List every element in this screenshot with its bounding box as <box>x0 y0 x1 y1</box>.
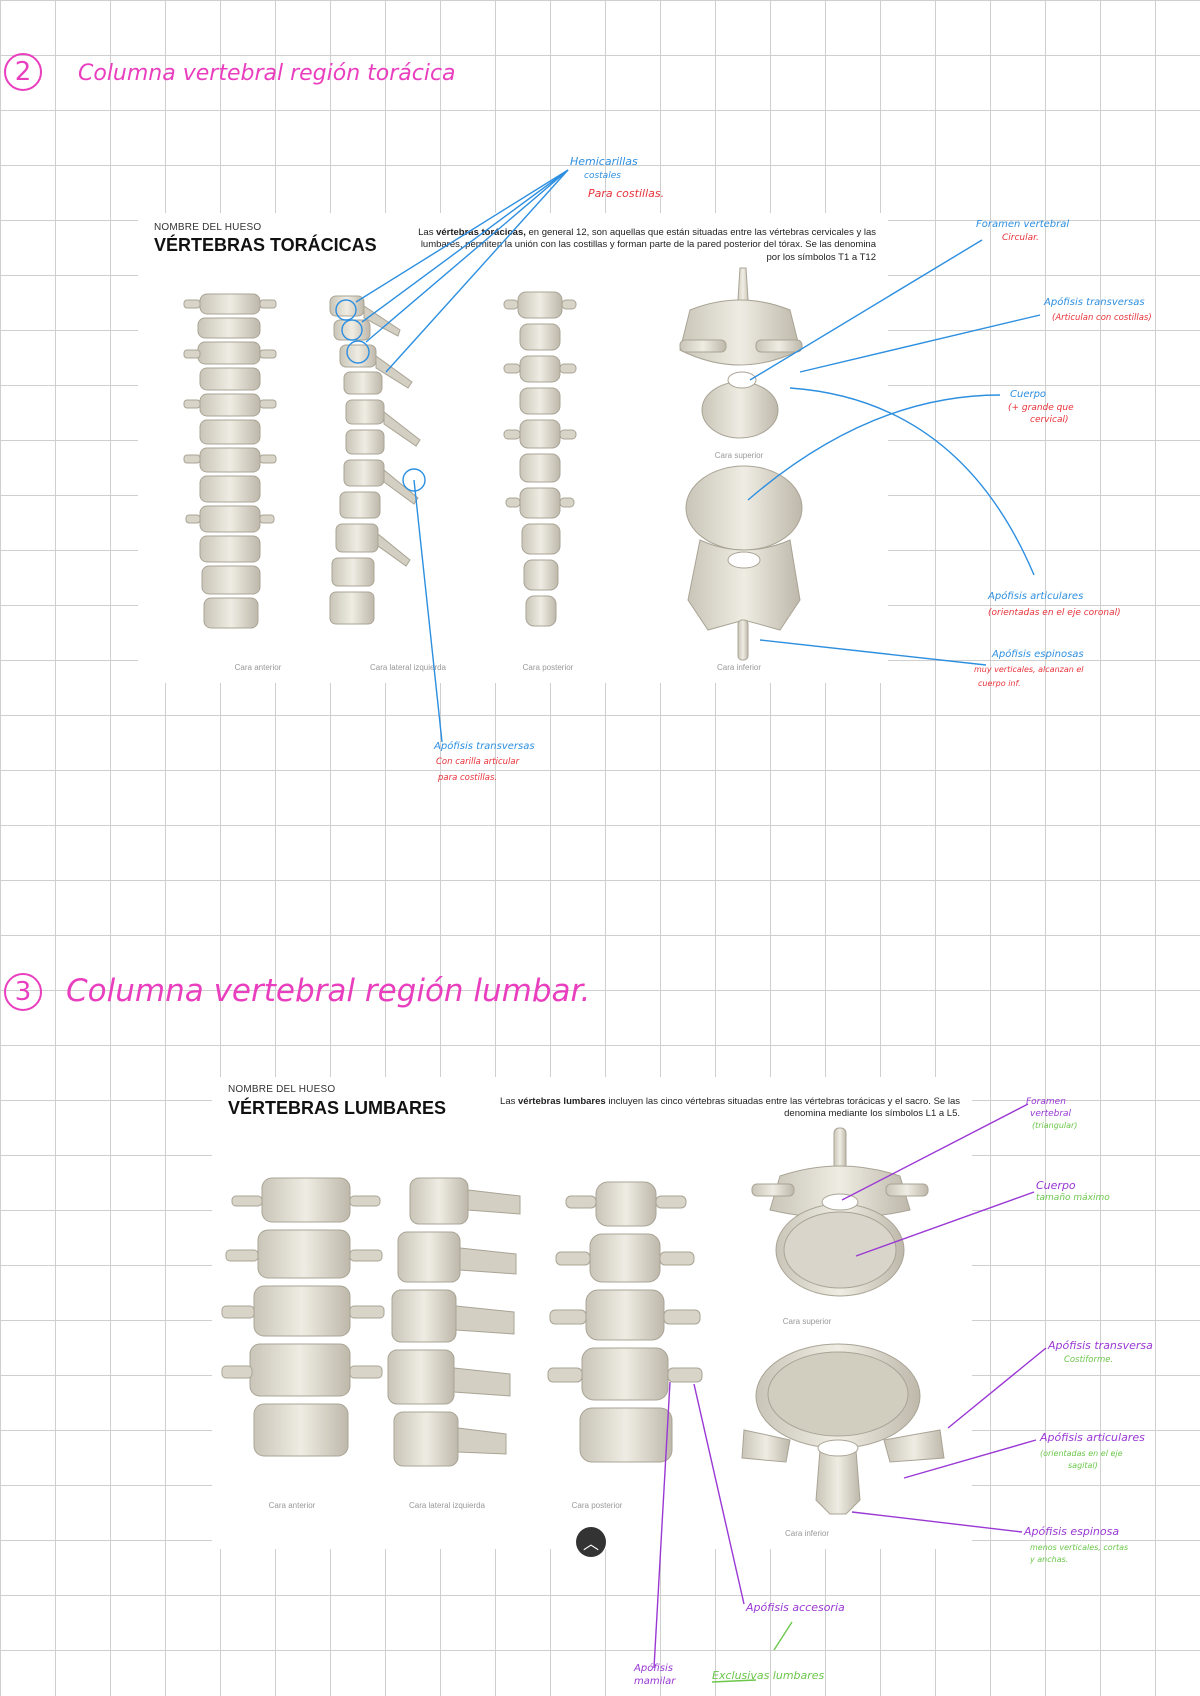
note-hemicarillas: Hemicarillas <box>570 155 638 168</box>
note-l-articulares: Apófisis articulares <box>1040 1431 1145 1444</box>
lumbar-anterior-column <box>249 1177 351 1457</box>
lumbar-green-line <box>711 1621 793 1683</box>
section-heading-lumbar: Columna vertebral región lumbar. <box>66 973 591 1009</box>
card-description: Las vértebras torácicas, en general 12, … <box>418 227 876 263</box>
note-l-transversa: Apófisis transversa <box>1048 1339 1153 1352</box>
note-l-articulares-3: sagital) <box>1068 1461 1098 1470</box>
note-l-espinosa-3: y anchas. <box>1030 1555 1069 1564</box>
note-espinosas-2: muy verticales, alcanzan el <box>974 665 1084 674</box>
caption-anterior: Cara anterior <box>234 663 282 672</box>
card-label: NOMBRE DEL HUESO <box>154 222 262 233</box>
note-l-foramen-3: (triangular) <box>1032 1121 1078 1130</box>
note-l-cuerpo-2: tamaño máximo <box>1036 1193 1110 1203</box>
thoracic-superior-view <box>679 267 803 439</box>
section-number-2: 2 <box>4 53 42 91</box>
card-title: VÉRTEBRAS TORÁCICAS <box>154 235 377 255</box>
note-transversas: Apófisis transversas <box>1044 297 1145 308</box>
note-l-articulares-2: (orientadas en el eje <box>1040 1449 1123 1458</box>
note-articulares: Apófisis articulares <box>988 591 1084 602</box>
note-transversas-2: (Articulan con costillas) <box>1052 313 1152 323</box>
note-transv-bottom: Apófisis transversas <box>434 741 535 752</box>
lumbar-anterior-transverse <box>221 1195 385 1379</box>
note-espinosas-3: cuerpo inf. <box>978 679 1021 688</box>
caption-inferior: Cara inferior <box>784 1529 829 1538</box>
caption-posterior: Cara posterior <box>522 663 574 672</box>
caption-superior: Cara superior <box>714 451 764 460</box>
note-cuerpo-2: (+ grande que <box>1008 403 1074 413</box>
note-l-espinosa: Apófisis espinosa <box>1024 1525 1120 1538</box>
note-foramen: Foramen vertebral <box>976 219 1070 230</box>
caption-inferior: Cara inferior <box>716 663 761 672</box>
lumbar-inferior-view <box>741 1343 945 1515</box>
scroll-up-button[interactable]: ︿ <box>576 1527 606 1557</box>
card-description: Las vértebras lumbares incluyen las cinc… <box>500 1096 960 1120</box>
caption-superior: Cara superior <box>782 1317 832 1326</box>
lumbar-lateral-column <box>387 1177 469 1467</box>
note-l-mamilar: Apófisis <box>634 1663 673 1674</box>
thoracic-posterior-transverse <box>503 299 577 508</box>
note-l-cuerpo: Cuerpo <box>1036 1179 1076 1192</box>
thoracic-pointer-lines <box>335 169 1041 743</box>
note-cuerpo: Cuerpo <box>1010 389 1047 400</box>
note-hemicarillas-3: Para costillas. <box>588 187 665 200</box>
section-heading-thoracic: Columna vertebral región torácica <box>78 61 456 86</box>
section-number-3: 3 <box>4 973 42 1011</box>
note-transv-bottom-2: Con carilla articular <box>436 757 520 767</box>
note-l-transversa-2: Costiforme. <box>1064 1355 1114 1365</box>
chevron-up-icon: ︿ <box>582 1536 599 1553</box>
caption-lateral: Cara lateral izquierda <box>408 1501 486 1510</box>
note-l-espinosa-2: menos verticales, cortas <box>1030 1543 1129 1552</box>
thoracic-lateral-spinous <box>363 305 421 567</box>
card-label: NOMBRE DEL HUESO <box>228 1084 336 1095</box>
note-foramen-2: Circular. <box>1002 233 1039 243</box>
thoracic-inferior-view <box>685 465 803 661</box>
note-articulares-2: (orientadas en el eje coronal) <box>988 608 1121 618</box>
lumbar-lateral-spinous <box>453 1189 521 1455</box>
caption-lateral: Cara lateral izquierda <box>369 663 447 672</box>
thoracic-posterior-column <box>517 291 563 627</box>
lumbar-posterior-transverse <box>547 1195 703 1383</box>
card-title: VÉRTEBRAS LUMBARES <box>228 1098 447 1118</box>
note-l-mamilar-2: mamilar <box>634 1676 676 1687</box>
note-l-foramen: Foramen <box>1026 1097 1066 1107</box>
thoracic-anterior-processes <box>183 299 277 524</box>
note-hemicarillas-2: costales <box>584 171 621 181</box>
thoracic-lateral-column <box>329 295 385 625</box>
note-l-foramen-2: vertebral <box>1030 1109 1072 1119</box>
thoracic-card: NOMBRE DEL HUESO VÉRTEBRAS TORÁCICAS Las… <box>138 213 888 683</box>
note-l-exclusivas: Exclusivas lumbares <box>712 1669 825 1682</box>
note-cuerpo-3: cervical) <box>1030 415 1069 425</box>
caption-posterior: Cara posterior <box>571 1501 623 1510</box>
note-espinosas: Apófisis espinosas <box>992 649 1084 660</box>
lumbar-superior-view <box>751 1127 929 1297</box>
note-transv-bottom-3: para costillas. <box>438 773 498 783</box>
thoracic-anterior-column <box>197 293 261 629</box>
lumbar-posterior-column <box>579 1181 673 1463</box>
caption-anterior: Cara anterior <box>268 1501 316 1510</box>
note-l-accesoria: Apófisis accesoria <box>746 1601 845 1614</box>
lumbar-pointer-lines <box>653 1103 1047 1669</box>
